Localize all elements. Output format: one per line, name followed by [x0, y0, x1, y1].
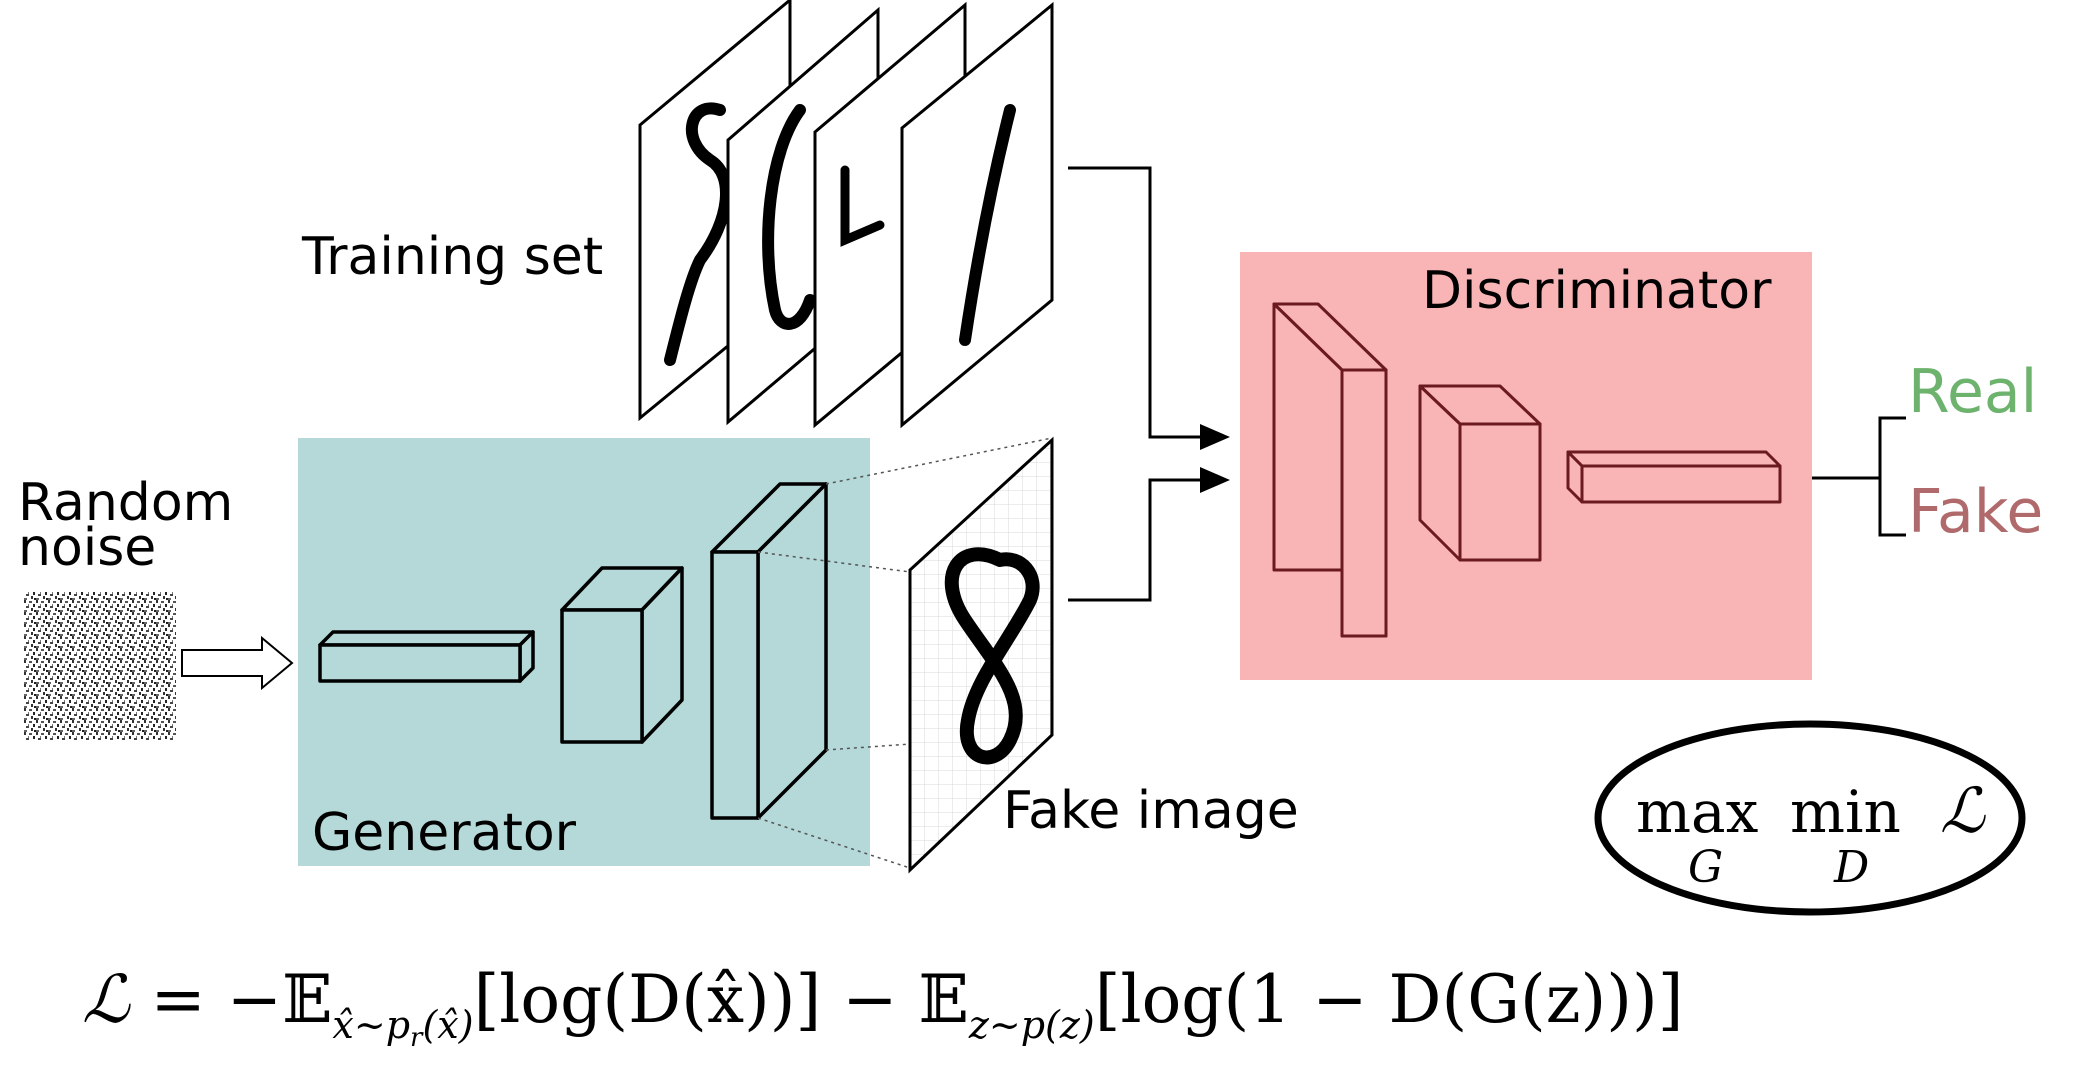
random-noise-label-line2: noise — [18, 518, 156, 578]
loss-term-2: [log(1 − D(G(z)))] — [1095, 961, 1684, 1038]
loss-formula: ℒ = −𝔼x̂∼pr(x̂)[log(D(x̂))] − 𝔼z∼p(z)[lo… — [82, 961, 1683, 1053]
digit-stroke — [762, 104, 816, 330]
objective-loss-symbol: ℒ — [1940, 774, 1986, 847]
expectation-2-subscript: z∼p(z) — [968, 1003, 1095, 1047]
objective-expression: max min ℒ G D — [1636, 774, 1986, 893]
connectors — [1068, 166, 1200, 602]
generator-layers — [318, 482, 828, 820]
output-branch — [1812, 416, 1906, 537]
training-set-label: Training set — [301, 227, 603, 287]
loss-lhs: ℒ — [82, 961, 131, 1038]
input-arrow-icon — [181, 635, 294, 691]
discriminator-label: Discriminator — [1422, 261, 1772, 321]
objective-min-subscript: D — [1833, 842, 1869, 893]
random-noise-label-line1: Random — [18, 473, 233, 533]
real-label: Real — [1908, 357, 2037, 427]
objective-max: max — [1636, 778, 1758, 846]
objective-ellipse — [1594, 720, 2026, 916]
loss-term-1: [log(D(x̂))] − — [474, 961, 919, 1038]
expectation-2: 𝔼 — [919, 961, 969, 1038]
digit-stroke — [664, 102, 732, 366]
fake-digit-stroke — [944, 547, 1040, 765]
fake-image-label: Fake image — [1003, 781, 1299, 841]
training-set-images — [638, 0, 1054, 429]
expectation-1-subscript: x̂∼p — [332, 1003, 410, 1047]
objective-max-subscript: G — [1688, 842, 1723, 893]
discriminator-layers — [1272, 302, 1782, 638]
digit-stroke — [959, 104, 1016, 346]
fake-label: Fake — [1908, 477, 2043, 547]
arrowhead-icon — [1200, 467, 1230, 493]
expectation-1-subscript-end: (x̂) — [422, 1003, 473, 1047]
loss-eq: = − — [130, 961, 283, 1038]
expectation-1-subscript-r: r — [410, 1023, 424, 1053]
arrowhead-icon — [1200, 424, 1230, 450]
objective-min: min — [1790, 778, 1901, 846]
generator-label: Generator — [312, 803, 577, 863]
digit-stroke — [840, 165, 885, 247]
expectation-1: 𝔼 — [282, 961, 332, 1038]
noise-image — [24, 592, 176, 740]
